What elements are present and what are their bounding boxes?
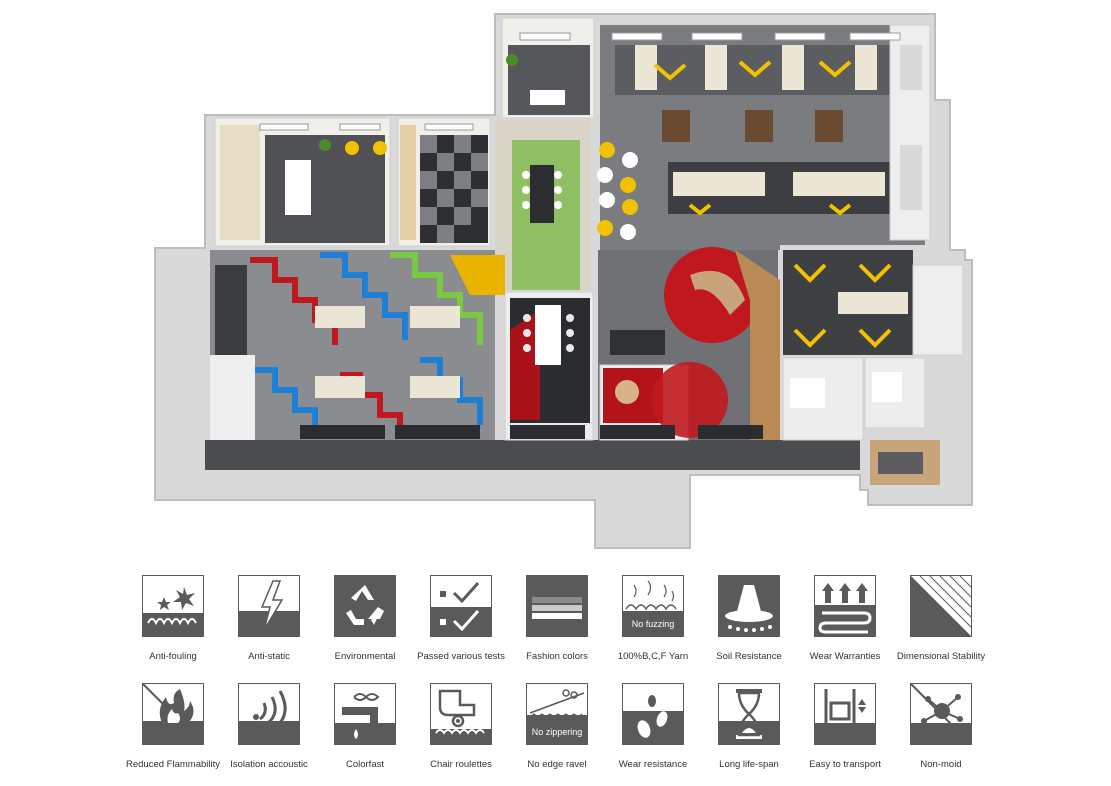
cart-icon (814, 683, 876, 745)
right-workspace (782, 250, 964, 485)
workstations-top (615, 45, 915, 142)
feature-label: Reduced Flammability (126, 759, 220, 770)
feature-anti-static: Anti-static (214, 575, 324, 662)
right-offices (889, 24, 931, 241)
feature-wear-resistance: Wear resistance (598, 683, 708, 770)
soil-icon (718, 575, 780, 637)
feature-yarn: No fuzzing 100%B,C,F Yarn (598, 575, 708, 662)
sound-waves-icon (238, 683, 300, 745)
feature-label: 100%B,C,F Yarn (617, 651, 689, 662)
feature-label: Soil Resistance (716, 651, 782, 662)
feature-anti-fouling: Anti-fouling (118, 575, 228, 662)
feature-chair-roulettes: Chair roulettes (406, 683, 516, 770)
feature-non-mold: Non-moid (886, 683, 996, 770)
feature-label: Chair roulettes (430, 759, 492, 770)
feature-long-life-span: Long life-span (694, 683, 804, 770)
feature-environmental: Environmental (310, 575, 420, 662)
arrows-up-icon (814, 575, 876, 637)
tile-text-label: No fuzzing (632, 619, 675, 629)
office-floorplan-image (154, 13, 973, 549)
feature-reduced-flammability: Reduced Flammability (118, 683, 228, 770)
feature-dimensional-stability: Dimensional Stability (886, 575, 996, 662)
entry-mats (300, 425, 763, 439)
stars-icon (142, 575, 204, 637)
feature-label: Wear Warranties (809, 651, 881, 662)
color-stripes-icon (526, 575, 588, 637)
meeting-room-left (214, 117, 391, 247)
workstations-middle (668, 162, 890, 216)
feature-label: Wear resistance (618, 759, 688, 770)
lounge-chairs (597, 142, 638, 240)
chair-icon (430, 683, 492, 745)
feature-easy-transport: Easy to transport (790, 683, 900, 770)
feature-label: Passed various tests (417, 651, 505, 662)
checkmark-icon (430, 575, 492, 637)
feature-label: Dimensional Stability (896, 651, 986, 662)
feature-wear-warranties: Wear Warranties (790, 575, 900, 662)
feature-label: Fashion colors (526, 651, 588, 662)
diagonal-icon (910, 575, 972, 637)
red-lounge (598, 247, 780, 441)
footprints-icon (622, 683, 684, 745)
open-office-zigzag (210, 252, 505, 440)
scissors-icon: No zippering (526, 683, 588, 745)
feature-label: Anti-static (248, 651, 290, 662)
recycle-icon (334, 575, 396, 637)
green-corridor (495, 120, 590, 290)
feature-soil-resistance: Soil Resistance (694, 575, 804, 662)
feature-label: Anti-fouling (149, 651, 197, 662)
feature-label: Non-moid (920, 759, 962, 770)
tile-text-label: No zippering (532, 727, 583, 737)
boardroom (504, 291, 594, 441)
yarn-icon: No fuzzing (622, 575, 684, 637)
feature-isolation-acoustic: Isolation accoustic (214, 683, 324, 770)
hourglass-icon (718, 683, 780, 745)
faucet-icon (334, 683, 396, 745)
feature-label: Isolation accoustic (230, 759, 308, 770)
feature-label: Long life-span (719, 759, 779, 770)
feature-passed-tests: Passed various tests (406, 575, 516, 662)
feature-colorfast: Colorfast (310, 683, 420, 770)
feature-label: Colorfast (345, 759, 384, 770)
mold-icon (910, 683, 972, 745)
feature-no-edge-ravel: No zippering No edge ravel (502, 683, 612, 770)
feature-label: Easy to transport (809, 759, 881, 770)
feature-label: Environmental (334, 651, 396, 662)
feature-label: No edge ravel (527, 759, 587, 770)
lightning-icon (238, 575, 300, 637)
feature-fashion-colors: Fashion colors (502, 575, 612, 662)
flame-icon (142, 683, 204, 745)
meeting-room-checker (397, 117, 491, 247)
window-strips (259, 32, 901, 131)
